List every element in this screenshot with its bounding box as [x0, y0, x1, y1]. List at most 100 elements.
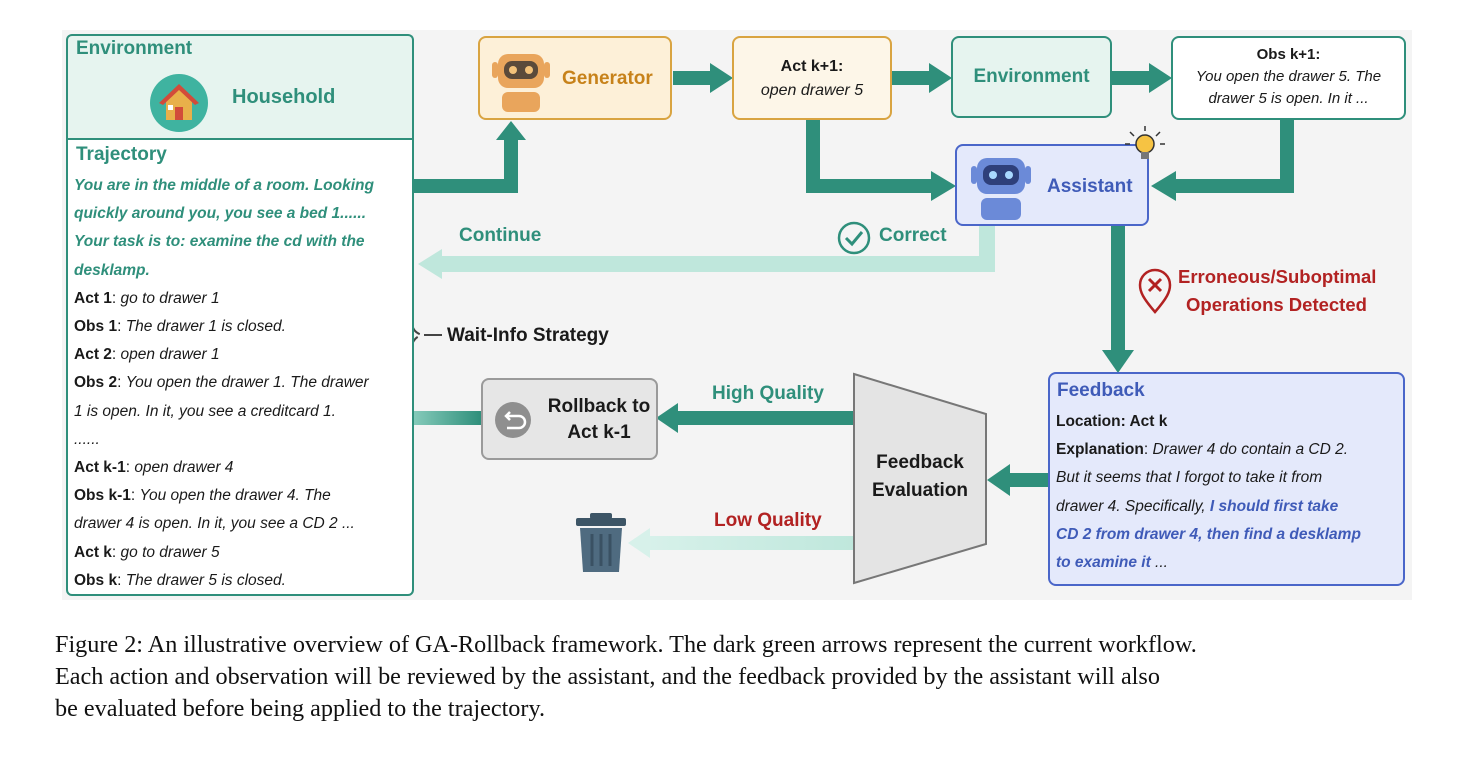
step-label: Act k [74, 543, 112, 561]
step-text: go to drawer 1 [120, 289, 220, 307]
intro-line: quickly around you, you see a bed 1.....… [74, 205, 366, 223]
evaluation-trapezoid [853, 372, 987, 585]
step-line: 1 is open. In it, you see a creditcard 1… [74, 398, 414, 426]
error-label: Erroneous/Suboptimal [1178, 266, 1377, 287]
step-text: open drawer 4 [134, 459, 234, 477]
observation-line: You open the drawer 5. The [1195, 68, 1382, 85]
continue-label: Continue [459, 225, 542, 246]
step-label: Obs k-1 [74, 487, 131, 505]
arrow-high-quality [676, 411, 854, 425]
intro-line: desklamp. [74, 261, 150, 279]
feedback-lines: Location: Act k Explanation: Drawer 4 do… [1056, 413, 1361, 572]
feedback-line: drawer 4. Specifically, [1056, 497, 1210, 515]
observation-title: Obs k+1: [1256, 46, 1321, 63]
environment-box: Environment [951, 36, 1112, 118]
caption-line: Each action and observation will be revi… [55, 663, 1160, 690]
step-label: Act 2 [74, 346, 112, 364]
robot-icon [971, 158, 1031, 220]
step-line: Act k-1: open drawer 4 [74, 459, 234, 477]
feedback-line: ... [1150, 554, 1168, 572]
arrow-feedback-to-evaluation [1008, 473, 1048, 487]
arrow-generator-to-act [673, 71, 711, 85]
wait-info-label: Wait-Info Strategy [447, 325, 609, 346]
step-label: Obs 2 [74, 374, 118, 392]
evaluation-label: Feedback [876, 452, 964, 473]
arrowhead-generator [496, 121, 526, 140]
step-line: drawer 4 is open. In it, you see a CD 2 … [74, 510, 414, 538]
undo-icon [495, 402, 531, 438]
caption-line: Figure 2: An illustrative overview of GA… [55, 631, 1197, 658]
error-label: Operations Detected [1186, 294, 1367, 315]
environment-label: Environment [973, 66, 1090, 87]
step-text: open drawer 1 [120, 346, 220, 364]
step-line: Obs 2: You open the drawer 1. The drawer [74, 374, 369, 392]
observation-line: drawer 5 is open. In it ... [1208, 90, 1369, 107]
feedback-title: Feedback [1057, 380, 1145, 401]
arrow-environment-to-obs [1112, 71, 1150, 85]
step-text: The drawer 1 is closed. [125, 318, 286, 336]
step-label: Obs 1 [74, 318, 118, 336]
step-line: ...... [74, 426, 414, 454]
step-text: You open the drawer 1. The drawer [125, 374, 369, 392]
step-line: Obs k-1: You open the drawer 4. The [74, 487, 331, 505]
lightbulb-icon [1125, 126, 1165, 159]
intro-line: You are in the middle of a room. Looking [74, 177, 374, 194]
figure-caption: Figure 2: An illustrative overview of GA… [55, 629, 1435, 725]
house-icon [150, 74, 208, 132]
rollback-box: Rollback to Act k-1 [481, 378, 658, 460]
action-text: open drawer 5 [760, 82, 864, 99]
action-box: Act k+1: open drawer 5 [732, 36, 892, 120]
feedback-box: Feedback Location: Act k Explanation: Dr… [1048, 372, 1405, 586]
intro-line: Your task is to: examine the cd with the [74, 233, 365, 251]
explanation-text: Drawer 4 do contain a CD 2. [1152, 441, 1349, 459]
step-text: drawer 4 is open. In it, you see a CD 2 … [74, 515, 355, 533]
environment-panel: Environment Household [66, 34, 414, 138]
arrow-continue [440, 226, 995, 272]
arrow-obs-to-assistant [1175, 120, 1294, 193]
step-line: Act 2: open drawer 1 [74, 346, 220, 364]
caption-line: be evaluated before being applied to the… [55, 695, 546, 722]
observation-box: Obs k+1: You open the drawer 5. The draw… [1171, 36, 1406, 120]
feedback-location: Location: Act k [1056, 413, 1168, 430]
rollback-label: Rollback to [547, 396, 651, 417]
step-label: Act k-1 [74, 459, 126, 477]
step-line: Act k: go to drawer 5 [74, 543, 220, 561]
feedback-line: But it seems that I forgot to take it fr… [1056, 469, 1323, 487]
feedback-highlight: I should first take [1209, 497, 1339, 515]
correct-label: Correct [879, 225, 947, 246]
step-line: Obs 1: The drawer 1 is closed. [74, 318, 286, 336]
trajectory-title: Trajectory [76, 144, 167, 165]
arrow-act-to-assistant [806, 120, 932, 193]
step-line: Act 1: go to drawer 1 [74, 289, 220, 307]
error-pin-icon [1138, 268, 1172, 314]
evaluation-label: Evaluation [871, 480, 969, 501]
trash-icon [576, 513, 626, 572]
generator-box: Generator [478, 36, 672, 120]
robot-icon [492, 54, 550, 112]
action-title: Act k+1: [780, 58, 844, 75]
feedback-highlight: to examine it [1056, 554, 1151, 572]
feedback-highlight: CD 2 from drawer 4, then find a desklamp [1056, 525, 1361, 543]
arrow-low-quality [648, 536, 854, 550]
step-label: Obs k [74, 571, 118, 589]
rollback-label: Act k-1 [567, 422, 631, 443]
trajectory-panel: Trajectory You are in the middle of a ro… [66, 138, 414, 596]
step-text: ...... [74, 430, 100, 448]
environment-title: Environment [76, 38, 193, 59]
assistant-label: Assistant [1047, 176, 1133, 197]
check-circle-icon [837, 221, 871, 255]
arrow-assistant-to-feedback [1111, 226, 1125, 352]
trajectory-lines: You are in the middle of a room. Looking… [74, 172, 414, 595]
step-text: You open the drawer 4. The [139, 487, 331, 505]
step-text: The drawer 5 is closed. [125, 571, 286, 589]
explanation-label: Explanation [1056, 441, 1144, 459]
arrow-trajectory-to-generator [414, 138, 518, 193]
assistant-box: Assistant [955, 144, 1149, 226]
low-quality-label: Low Quality [714, 510, 822, 531]
step-text: go to drawer 5 [120, 543, 220, 561]
step-line: Obs k: The drawer 5 is closed. [74, 571, 286, 589]
arrow-rollback-to-trajectory [406, 411, 481, 425]
step-text: 1 is open. In it, you see a creditcard 1… [74, 402, 336, 420]
